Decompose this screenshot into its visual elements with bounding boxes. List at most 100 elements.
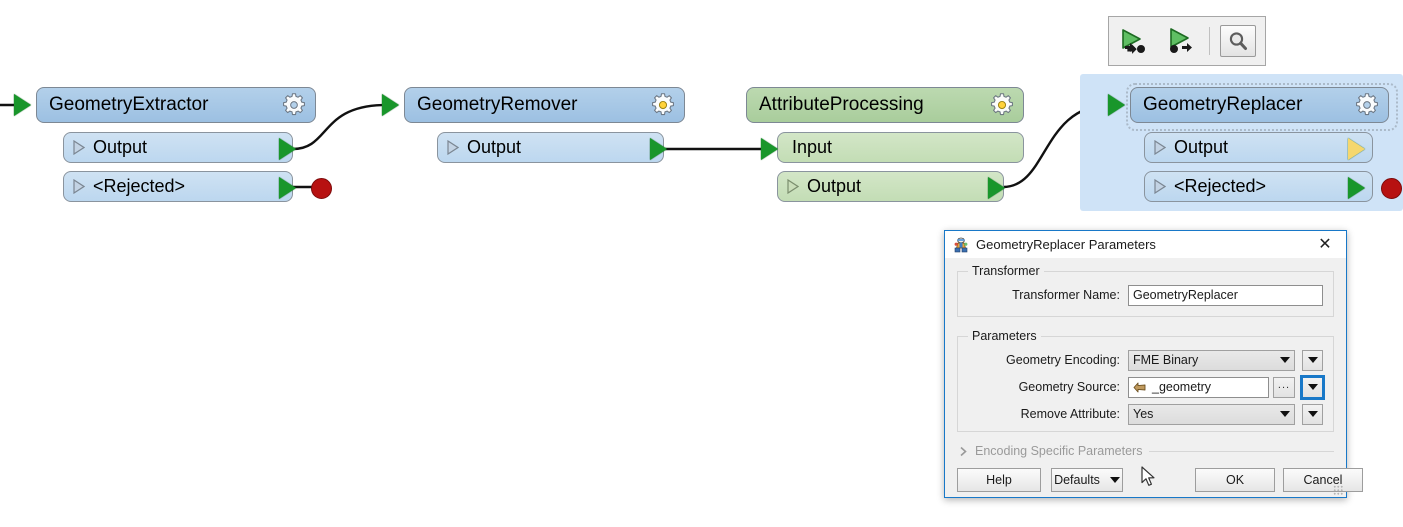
encoding-specific-parameters-expander[interactable]: Encoding Specific Parameters <box>959 444 1334 458</box>
gear-icon[interactable] <box>989 92 1015 118</box>
node-geometry-replacer[interactable]: GeometryReplacer Output <Rejected> <box>1126 83 1398 209</box>
gear-icon[interactable] <box>650 92 676 118</box>
port-expand-icon[interactable] <box>1154 140 1166 155</box>
input-arrow-geometry-remover[interactable] <box>382 94 399 116</box>
geometry-source-dropdown-button[interactable] <box>1300 374 1325 400</box>
port-rejected[interactable]: <Rejected> <box>1144 171 1373 202</box>
port-expand-icon[interactable] <box>1154 179 1166 194</box>
remove-attribute-dropdown-button[interactable] <box>1302 403 1323 425</box>
node-title: AttributeProcessing <box>759 94 924 115</box>
chevron-down-icon <box>1280 357 1290 363</box>
geometry-source-row: Geometry Source: _geometry ... <box>968 374 1325 400</box>
mouse-cursor <box>1141 466 1155 486</box>
transformer-group-legend: Transformer <box>972 264 1040 278</box>
defaults-button[interactable]: Defaults <box>1051 468 1123 492</box>
expander-rule <box>1149 450 1334 452</box>
transformer-name-label: Transformer Name: <box>1012 288 1120 302</box>
inspect-icon[interactable] <box>1220 25 1256 57</box>
node-header[interactable]: GeometryExtractor <box>36 87 316 123</box>
port-label: Output <box>1174 137 1229 157</box>
gear-icon[interactable] <box>1354 92 1380 118</box>
port-input[interactable]: Input <box>777 132 1024 163</box>
output-arrow-geometry-extractor-output[interactable] <box>279 138 296 160</box>
port-output[interactable]: Output <box>63 132 293 163</box>
output-arrow-attribute-processing-output[interactable] <box>988 177 1005 199</box>
port-expand-icon[interactable] <box>73 140 85 155</box>
geometry-encoding-dropdown-button[interactable] <box>1302 349 1323 371</box>
remove-attribute-value: Yes <box>1133 407 1154 421</box>
node-header[interactable]: GeometryReplacer <box>1130 87 1389 123</box>
port-output[interactable]: Output <box>437 132 664 163</box>
port-output[interactable]: Output <box>777 171 1004 202</box>
geometry-encoding-value: FME Binary <box>1133 353 1199 367</box>
node-geometry-extractor[interactable]: GeometryExtractor Output <Rejected> <box>36 87 316 209</box>
defaults-button-label: Defaults <box>1054 473 1100 487</box>
dialog-body: Transformer Transformer Name: GeometryRe… <box>945 258 1346 458</box>
port-label: <Rejected> <box>93 176 186 196</box>
node-header[interactable]: AttributeProcessing <box>746 87 1024 123</box>
geometry-source-value: _geometry <box>1152 380 1212 394</box>
input-arrow-attribute-processing-input[interactable] <box>761 138 778 160</box>
connection-toolbar[interactable] <box>1108 16 1266 66</box>
encoding-specific-parameters-label: Encoding Specific Parameters <box>975 444 1143 458</box>
remove-attribute-select[interactable]: Yes <box>1128 403 1295 425</box>
chevron-down-icon <box>1307 411 1318 417</box>
node-title: GeometryReplacer <box>1143 94 1303 115</box>
transformer-group: Transformer Transformer Name: GeometryRe… <box>957 264 1334 317</box>
port-label: Output <box>93 137 148 157</box>
input-arrow-geometry-replacer[interactable] <box>1108 94 1125 116</box>
port-expand-icon[interactable] <box>787 179 799 194</box>
chevron-down-icon <box>1307 384 1318 390</box>
dialog-title: GeometryReplacer Parameters <box>976 237 1156 252</box>
port-label: Output <box>807 176 862 196</box>
chevron-right-icon <box>960 446 967 456</box>
resize-grip[interactable] <box>1333 485 1343 495</box>
geometry-encoding-select[interactable]: FME Binary <box>1128 349 1295 371</box>
ok-button[interactable]: OK <box>1195 468 1275 492</box>
node-geometry-remover[interactable]: GeometryRemover Output <box>404 87 685 170</box>
connection-terminator-red-dot[interactable] <box>311 178 332 199</box>
port-expand-icon[interactable] <box>73 179 85 194</box>
close-icon[interactable]: ✕ <box>1318 235 1332 253</box>
geometry-encoding-row: Geometry Encoding: FME Binary <box>968 349 1323 371</box>
selected-node-outline <box>1126 83 1398 131</box>
output-arrow-geometry-replacer-output[interactable] <box>1348 138 1365 160</box>
port-rejected[interactable]: <Rejected> <box>63 171 293 202</box>
port-label: Output <box>467 137 522 157</box>
node-title: GeometryExtractor <box>49 94 209 115</box>
node-header[interactable]: GeometryRemover <box>404 87 685 123</box>
transformer-parameters-dialog[interactable]: GeometryReplacer Parameters ✕ Transforme… <box>944 230 1363 498</box>
node-attribute-processing[interactable]: AttributeProcessing Input Output <box>746 87 1024 209</box>
parameters-group: Parameters Geometry Encoding: FME Binary… <box>957 329 1334 432</box>
cancel-button[interactable]: Cancel <box>1283 468 1363 492</box>
add-output-connection-icon[interactable] <box>1163 24 1199 58</box>
remove-attribute-row: Remove Attribute: Yes <box>968 403 1323 425</box>
transformer-name-input[interactable]: GeometryReplacer <box>1128 284 1323 306</box>
toolbar-separator <box>1209 27 1210 55</box>
input-arrow-geometry-extractor[interactable] <box>14 94 31 116</box>
port-expand-icon[interactable] <box>447 140 459 155</box>
attribute-icon <box>1133 382 1146 392</box>
chevron-down-icon <box>1109 477 1120 483</box>
geometry-source-label: Geometry Source: <box>1018 380 1120 394</box>
geometry-source-browse-button[interactable]: ... <box>1273 376 1295 398</box>
port-label: <Rejected> <box>1174 176 1267 196</box>
node-title: GeometryRemover <box>417 94 578 115</box>
chevron-down-icon <box>1307 357 1318 363</box>
chevron-down-icon <box>1280 411 1290 417</box>
output-arrow-geometry-replacer-rejected[interactable] <box>1348 177 1365 199</box>
gear-icon[interactable] <box>281 92 307 118</box>
help-button[interactable]: Help <box>957 468 1041 492</box>
fme-transformer-icon <box>954 237 968 252</box>
geometry-source-input[interactable]: _geometry <box>1128 376 1269 398</box>
geometry-encoding-label: Geometry Encoding: <box>1006 353 1120 367</box>
output-arrow-geometry-extractor-rejected[interactable] <box>279 177 296 199</box>
port-output[interactable]: Output <box>1144 132 1373 163</box>
dialog-titlebar[interactable]: GeometryReplacer Parameters ✕ <box>945 231 1346 258</box>
add-input-connection-icon[interactable] <box>1117 24 1153 58</box>
remove-attribute-label: Remove Attribute: <box>1020 407 1120 421</box>
transformer-name-row: Transformer Name: GeometryReplacer <box>968 284 1323 306</box>
connection-terminator-red-dot[interactable] <box>1381 178 1402 199</box>
output-arrow-geometry-remover-output[interactable] <box>650 138 667 160</box>
